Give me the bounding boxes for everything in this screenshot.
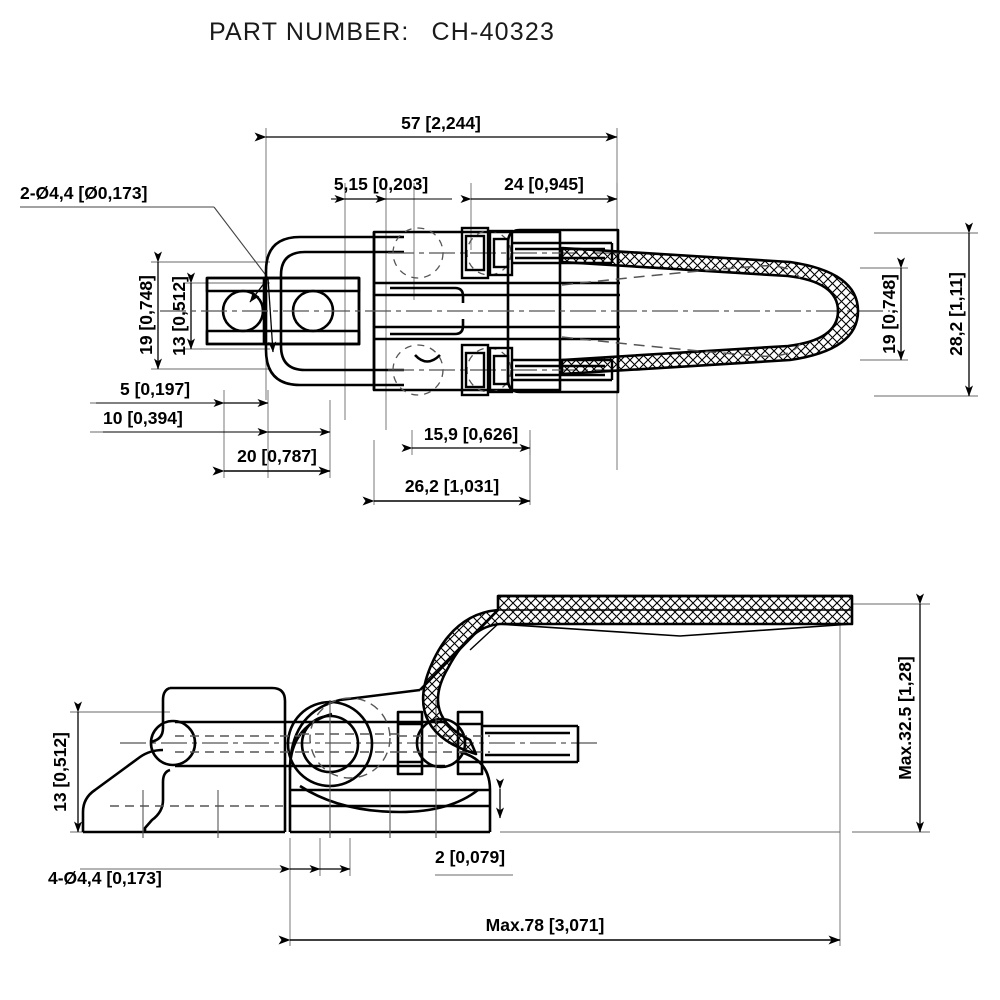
dim-hook-height-label: 13 [0,512] <box>50 732 70 812</box>
dim-overall-length-label: 57 [2,244] <box>401 113 481 133</box>
handle-side <box>419 594 854 756</box>
dim-left-height-outer-label: 19 [0,748] <box>136 275 156 355</box>
dim-hole-edge-2-label: 10 [0,394] <box>103 408 183 428</box>
dimension-left-height-inner: 13 [0,512] <box>169 272 195 356</box>
plan-geometry <box>205 228 620 394</box>
dimension-body-width-outer: 26,2 [1,031] <box>362 476 531 506</box>
side-elevation-view: 13 [0,512] Max.32.5 [1,28] 2 [0,079] 4-Ø… <box>48 593 930 946</box>
dimension-bolt-span: 5,15 [0,203] <box>331 174 452 203</box>
dimension-body-width-inner: 15,9 [0,626] <box>401 424 531 452</box>
dim-hole-edge-1-label: 5 [0,197] <box>120 379 190 399</box>
dim-body-width-inner-label: 15,9 [0,626] <box>424 424 518 444</box>
dimension-right-handle-height: 19 [0,748] <box>879 257 905 361</box>
dimension-left-height-outer: 19 [0,748] <box>136 251 162 370</box>
dimension-max-length: Max.78 [3,071] <box>278 915 841 945</box>
callout-2-holes: 2-Ø4,4 [Ø0,173] <box>20 183 277 353</box>
dim-left-height-inner-label: 13 [0,512] <box>169 276 189 356</box>
dimension-hole-edge-2: 10 [0,394] <box>103 408 331 436</box>
dimension-hole-spacing: 20 [0,787] <box>212 446 331 476</box>
dimension-max-height: Max.32.5 [1,28] <box>895 593 924 833</box>
callout-4-holes: 4-Ø4,4 [0,173] <box>48 865 351 888</box>
dim-hole-spacing-label: 20 [0,787] <box>237 446 317 466</box>
callout-2-holes-label: 2-Ø4,4 [Ø0,173] <box>20 183 147 203</box>
dim-max-height-label: Max.32.5 [1,28] <box>895 656 915 780</box>
dimension-hole-edge-1: 5 [0,197] <box>96 379 269 407</box>
plan-view: 57 [2,244] 5,15 [0,203] 24 [0,945] 19 [0… <box>20 113 978 506</box>
dim-body-width-outer-label: 26,2 [1,031] <box>405 476 499 496</box>
dimension-right-overall-height: 28,2 [1,11] <box>946 222 973 397</box>
dim-right-handle-height-label: 19 [0,748] <box>879 274 899 354</box>
dimension-overall-length: 57 [2,244] <box>254 113 618 142</box>
dim-bolt-span-label: 5,15 [0,203] <box>334 174 428 194</box>
dimension-base-thickness: 2 [0,079] <box>435 778 505 867</box>
page-title: PART NUMBER:CH-40323 <box>209 18 555 46</box>
dim-base-thickness-label: 2 [0,079] <box>435 847 505 867</box>
dimension-spindle-length: 24 [0,945] <box>460 174 618 203</box>
dim-max-length-label: Max.78 [3,071] <box>486 915 605 935</box>
handle-plan <box>560 246 860 376</box>
callout-4-holes-label: 4-Ø4,4 [0,173] <box>48 868 162 888</box>
dim-right-overall-height-label: 28,2 [1,11] <box>946 272 966 356</box>
dim-spindle-length-label: 24 [0,945] <box>504 174 584 194</box>
dimension-hook-height: 13 [0,512] <box>50 701 82 833</box>
